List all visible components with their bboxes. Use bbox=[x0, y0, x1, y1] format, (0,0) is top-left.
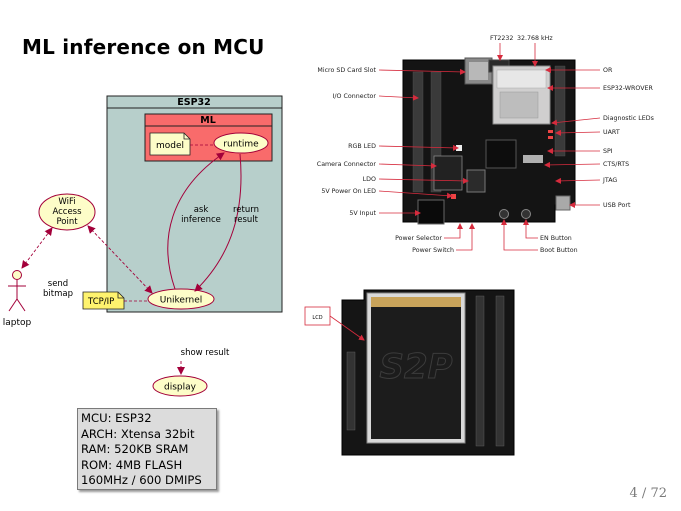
return-result-label-1: return bbox=[233, 205, 259, 215]
top-label-1: 32.768 kHz bbox=[517, 35, 553, 42]
model-note-label: model bbox=[156, 141, 184, 151]
unikernel-usecase bbox=[147, 288, 215, 310]
wifi-label-2: Access bbox=[52, 207, 82, 217]
left-leader-5 bbox=[378, 190, 453, 199]
spec-arch: ARCH: Xtensa 32bit bbox=[81, 426, 195, 441]
left-label-2: RGB LED bbox=[348, 143, 376, 150]
ask-inference-arrow bbox=[167, 152, 225, 290]
bottom-label-3: Boot Button bbox=[540, 247, 578, 254]
display-usecase bbox=[152, 375, 208, 397]
right-leader-2 bbox=[551, 117, 601, 126]
send-bitmap-label-2: bitmap bbox=[43, 289, 73, 299]
model-note bbox=[149, 132, 191, 156]
left-leader-3 bbox=[378, 162, 437, 169]
usb-port bbox=[555, 195, 571, 211]
wifi-label-3: Point bbox=[56, 217, 78, 227]
right-label-4: SPI bbox=[603, 148, 613, 155]
lcd-leader bbox=[329, 315, 365, 341]
right-leader-5 bbox=[544, 161, 601, 168]
left-label-5: 5V Power On LED bbox=[321, 188, 376, 195]
slide-title: ML inference on MCU bbox=[22, 35, 265, 59]
laptop-label: laptop bbox=[3, 318, 32, 328]
barrel-jack bbox=[417, 199, 445, 225]
lcd-label: LCD bbox=[312, 315, 322, 321]
wifi-label-1: WiFi bbox=[58, 197, 75, 207]
esp32-package-label: ESP32 bbox=[177, 97, 211, 108]
return-result-arrow bbox=[194, 153, 242, 292]
wifi-access-point-usecase bbox=[38, 193, 96, 231]
wifi-unikernel-link bbox=[87, 225, 153, 294]
spec-box: MCU: ESP32 ARCH: Xtensa 32bit RAM: 520KB… bbox=[77, 408, 217, 490]
right-label-1: ESP32-WROVER bbox=[603, 85, 654, 92]
spec-clock: 160MHz / 600 DMIPS bbox=[81, 473, 202, 488]
right-label-2: Diagnostic LEDs bbox=[603, 115, 654, 122]
right-leader-3 bbox=[555, 129, 601, 136]
crystal bbox=[523, 155, 543, 163]
left-label-6: 5V Input bbox=[349, 210, 376, 217]
left-label-1: I/O Connector bbox=[333, 93, 377, 100]
bottom-leader-0 bbox=[444, 223, 463, 239]
lcd-screen bbox=[371, 297, 461, 439]
tcpip-note-label: TCP/IP bbox=[87, 297, 114, 307]
bottom-label-1: Power Switch bbox=[412, 247, 454, 254]
bottom-leader-2 bbox=[523, 219, 538, 239]
return-result-label-2: result bbox=[234, 215, 259, 225]
bottom-label-2: EN Button bbox=[540, 235, 572, 242]
architecture-diagram: ESP32 ML model runtime Unikernel ask inf… bbox=[3, 95, 283, 397]
ldo-regulator bbox=[466, 169, 486, 193]
ml-package-label: ML bbox=[200, 115, 216, 126]
left-leader-1 bbox=[378, 94, 419, 101]
board-chip bbox=[485, 139, 517, 169]
show-result-label: show result bbox=[181, 348, 230, 358]
left-label-4: LDO bbox=[363, 176, 376, 183]
right-label-3: UART bbox=[603, 129, 620, 136]
display-label: display bbox=[164, 383, 197, 393]
left-leader-2 bbox=[378, 144, 459, 151]
bottom-leader-1 bbox=[456, 223, 475, 251]
right-label-6: JTAG bbox=[602, 177, 617, 184]
runtime-usecase bbox=[213, 132, 269, 154]
left-leader-4 bbox=[378, 177, 469, 184]
ask-inference-label-2: inference bbox=[181, 215, 221, 225]
right-label-0: OR bbox=[603, 67, 613, 74]
ask-inference-label-1: ask bbox=[194, 205, 209, 215]
send-bitmap-label-1: send bbox=[48, 279, 68, 289]
camera-connector bbox=[433, 155, 463, 191]
left-label-0: Micro SD Card Slot bbox=[317, 67, 376, 74]
lcd-watermark: S2P bbox=[379, 347, 452, 387]
tcpip-note bbox=[82, 291, 125, 310]
laptop-wifi-link bbox=[21, 227, 53, 269]
top-label-0: FT2232 bbox=[490, 35, 513, 42]
laptop-actor-icon bbox=[8, 270, 26, 312]
runtime-label: runtime bbox=[223, 140, 259, 150]
spec-ram: RAM: 520KB SRAM bbox=[81, 442, 189, 457]
left-label-3: Camera Connector bbox=[317, 161, 377, 168]
bottom-leader-3 bbox=[501, 219, 538, 251]
bottom-label-0: Power Selector bbox=[395, 235, 442, 242]
spec-rom: ROM: 4MB FLASH bbox=[81, 457, 183, 472]
right-label-5: CTS/RTS bbox=[603, 161, 629, 168]
unikernel-label: Unikernel bbox=[160, 296, 203, 306]
right-label-7: USB Port bbox=[603, 202, 631, 209]
esp32-wrover-kit-board bbox=[402, 57, 576, 225]
page-number: 4 / 72 bbox=[629, 486, 667, 501]
left-leader-0 bbox=[378, 68, 466, 75]
spec-mcu: MCU: ESP32 bbox=[81, 411, 152, 425]
right-leader-6 bbox=[555, 177, 601, 184]
lcd-board: S2P bbox=[341, 289, 515, 456]
